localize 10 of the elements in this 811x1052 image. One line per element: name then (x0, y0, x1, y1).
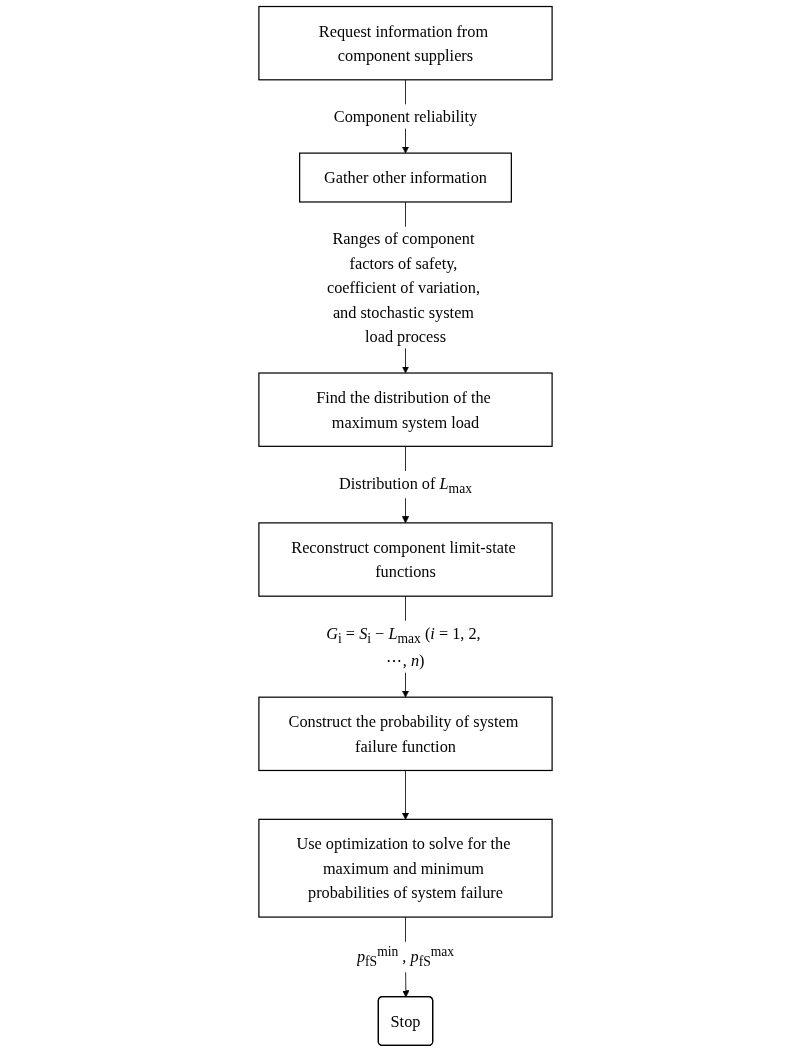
node-box: Request information from component suppliers (258, 5, 553, 81)
edge-label: G$_{i}$ = S$_{i}$ − L$_{max}$ (i = 1, 2, ⋯, n) (326, 623, 481, 670)
node-box: Use optimization to solve for the maximum and minimum probabilities of system failure (258, 818, 553, 918)
edge-label: Distribution of L$_{max}$ (339, 474, 472, 497)
node-box: Reconstruct component limit-state functions (258, 522, 553, 597)
edge-label: Component reliability (333, 107, 478, 126)
edge-label: Ranges of component factors of safety, coefficient of variation, and stochastic system load process (326, 229, 480, 346)
node-box: Find the distribution of the maximum system load (258, 372, 553, 447)
node-box: Gather other information (299, 152, 512, 203)
node-box: Construct the probability of system failure function (258, 696, 553, 772)
